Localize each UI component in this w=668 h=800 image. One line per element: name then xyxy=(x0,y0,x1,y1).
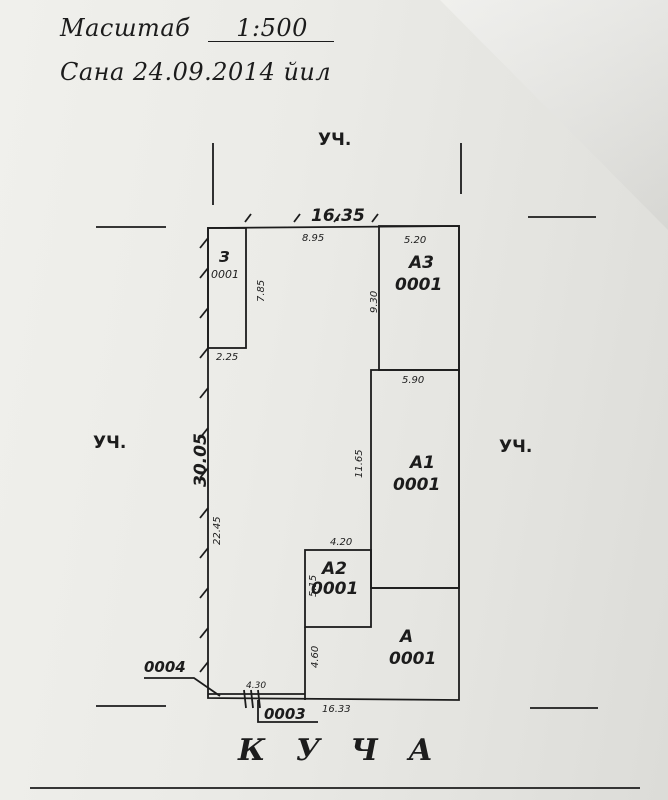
dim-left-total: 30.05 xyxy=(191,433,211,487)
dim-z-height: 7.85 xyxy=(256,280,267,302)
building-a3-letter: А3 xyxy=(407,253,434,273)
scale-label: Масштаб xyxy=(60,14,191,42)
building-z-outline xyxy=(207,227,247,349)
dim-top-total: 16.35 xyxy=(311,206,365,226)
building-a1-code: 0001 xyxy=(393,475,440,495)
dim-a1-height: 11.65 xyxy=(354,449,365,478)
marker-0004-leader xyxy=(144,677,221,697)
dim-a3-width: 5.20 xyxy=(404,235,426,246)
neighbor-top-label: УЧ. xyxy=(318,130,351,150)
building-a3-code: 0001 xyxy=(395,275,442,295)
building-a-code: 0001 xyxy=(389,649,436,669)
building-a2-code: 0001 xyxy=(311,579,358,599)
building-a1-letter: А1 xyxy=(408,453,435,473)
scale-value: 1:500 xyxy=(208,15,334,42)
neighbor-left-label: УЧ. xyxy=(93,433,126,453)
marker-bottom-label: 0003 xyxy=(264,705,306,723)
building-a3-outline xyxy=(378,225,460,371)
building-z-letter: З xyxy=(219,248,230,266)
lot-outline xyxy=(207,225,460,701)
dim-gate-width: 4.30 xyxy=(246,681,266,691)
street-label: К У Ч А xyxy=(237,733,443,768)
neighbor-right-label: УЧ. xyxy=(499,437,532,457)
dim-top-part: 8.95 xyxy=(302,233,324,244)
marker-0003-leader xyxy=(257,700,318,723)
marker-left-label: 0004 xyxy=(144,658,186,676)
dim-a2-height: 5.15 xyxy=(308,575,319,597)
date-label: Сана 24.09.2014 йил xyxy=(60,58,332,86)
dim-left-lower: 22.45 xyxy=(212,516,223,545)
dim-a-height: 4.60 xyxy=(310,646,321,668)
hatch-gate xyxy=(243,689,261,709)
building-a2-letter: А2 xyxy=(320,559,347,579)
date-row: Сана 24.09.2014 йил xyxy=(60,58,331,86)
dim-z-width: 2.25 xyxy=(216,352,238,363)
building-a-letter: А xyxy=(398,627,413,647)
dim-bottom-total: 16.33 xyxy=(322,704,351,715)
hatch-left xyxy=(199,237,209,673)
dim-a2-width: 4.20 xyxy=(330,537,352,548)
scale-row: Масштаб 1:500 xyxy=(60,14,334,42)
dim-a1-width: 5.90 xyxy=(402,375,424,386)
hatch-top xyxy=(244,213,379,223)
building-z-code: 0001 xyxy=(211,268,239,281)
dim-a3-height: 9.30 xyxy=(369,291,380,313)
